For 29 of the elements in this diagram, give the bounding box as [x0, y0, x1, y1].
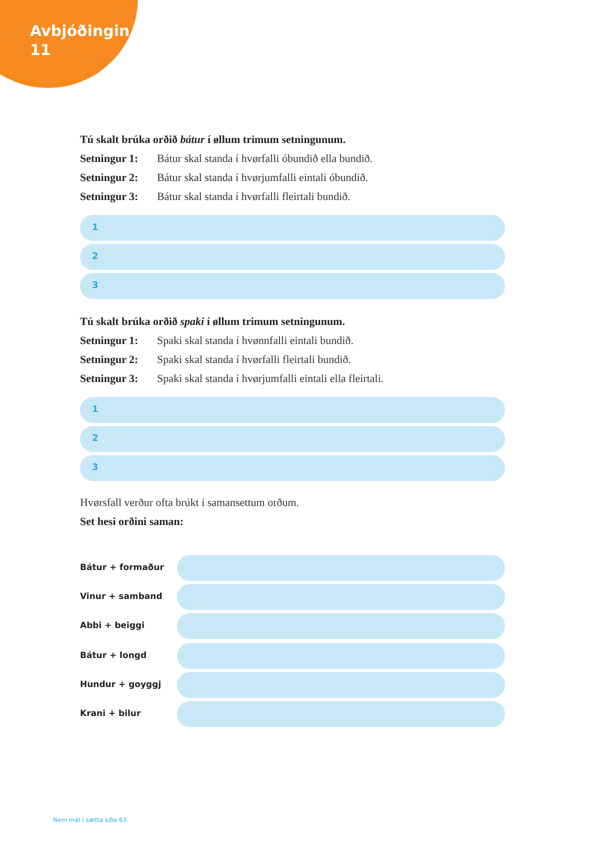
- word-pair: Vinur + samband: [80, 591, 162, 604]
- sentence-rule: Spaki skal standa í hvørfalli fleirtali bundið.: [157, 354, 351, 367]
- answer-field: 3: [80, 455, 505, 481]
- instruction-text: Tú skalt brúka orðið spaki í øllum trimum setningunum.: [80, 316, 345, 329]
- answer-field: 2: [80, 426, 505, 452]
- sentence-label: Setningur 3:: [80, 191, 138, 204]
- sentence-label: Setningur 1:: [80, 335, 138, 348]
- sentence-label: Setningur 2:: [80, 354, 138, 367]
- answer-field: 2: [80, 244, 505, 270]
- word-pair: Abbi + beiggi: [80, 620, 145, 634]
- note-text: Hvørsfall verður ofta brúkt í samansettum orðum.: [80, 497, 300, 510]
- sentence-rule: Bátur skal standa í hvørfalli óbundið ella bundið.: [157, 153, 373, 166]
- word-pair: Bátur + formaður: [80, 562, 164, 575]
- word-pair: Hundur + goyggj: [80, 678, 162, 692]
- answer-field: 1: [80, 397, 505, 423]
- page-title: Avbjóðingin 11: [30, 22, 130, 60]
- answer-field: 3: [80, 273, 505, 299]
- sentence-rule: Spaki skal standa í hvørjumfalli eintali ella fleirtali.: [157, 373, 384, 386]
- sentence-rule: Bátur skal standa í hvørfalli fleirtali bundið.: [157, 191, 350, 204]
- instruction-text: Tú skalt brúka orðið bátur í øllum trimum setningunum.: [80, 134, 346, 147]
- sentence-label: Setningur 1:: [80, 153, 138, 166]
- sentence-rule: Spaki skal standa í hvønnfalli eintali bundið.: [157, 335, 354, 348]
- instruction-text: Set hesi orðini saman:: [80, 516, 184, 529]
- word-pair: Bátur + longd: [80, 650, 147, 663]
- word-pair: Krani + bilur: [80, 708, 141, 721]
- answer-field: 1: [80, 215, 505, 241]
- sentence-rule: Bátur skal standa í hvørjumfalli eintali óbundið.: [157, 172, 368, 185]
- sentence-label: Setningur 2:: [80, 172, 138, 185]
- sentence-label: Setningur 3:: [80, 373, 138, 386]
